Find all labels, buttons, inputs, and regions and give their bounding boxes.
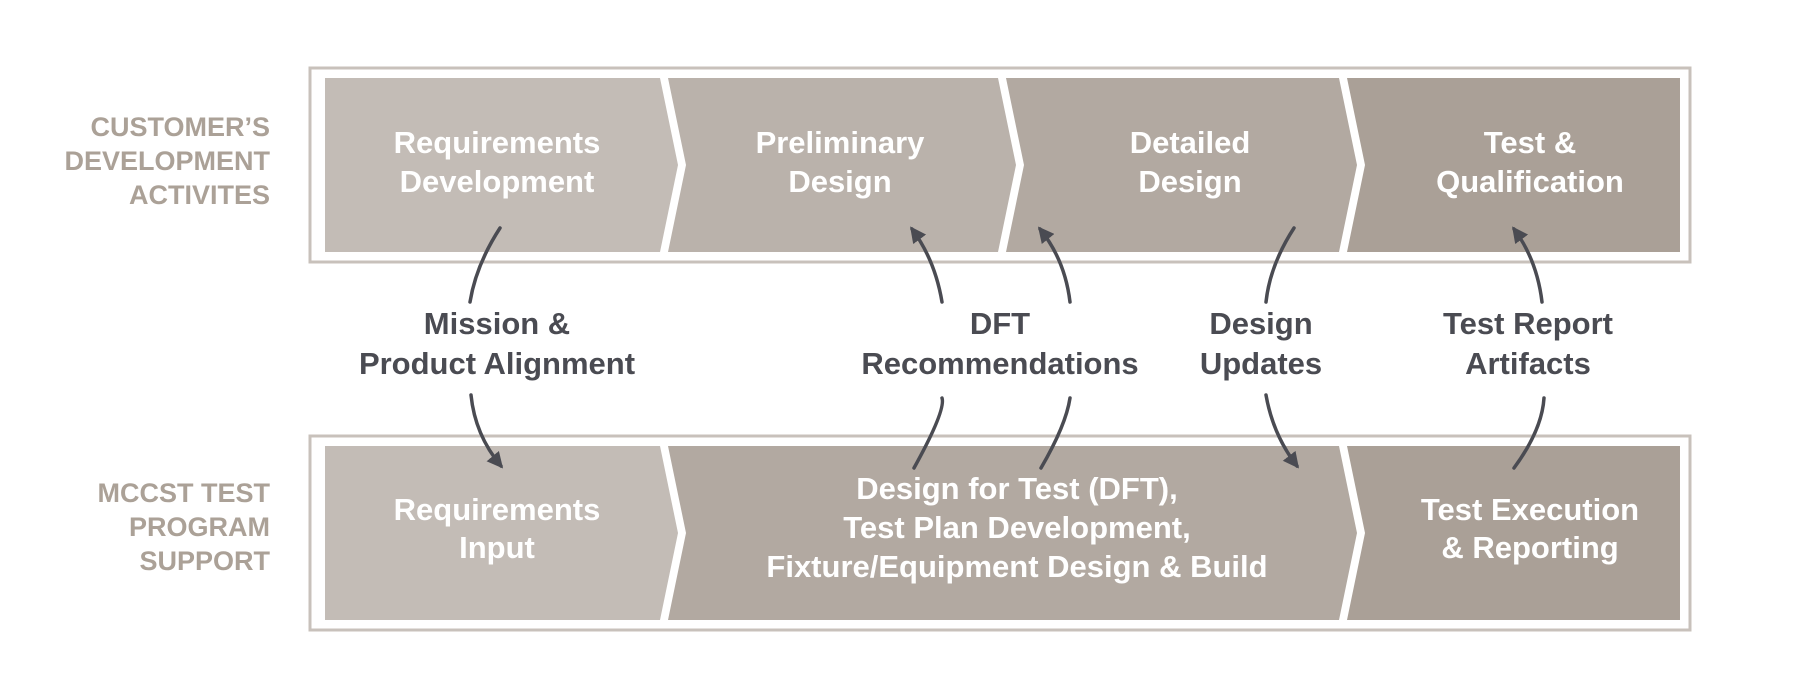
- row-label-customer: CUSTOMER’S DEVELOPMENT ACTIVITES: [64, 112, 270, 210]
- connector-labels: Mission & Product Alignment DFT Recommen…: [359, 306, 1613, 381]
- row-label-customer-line-3: ACTIVITES: [129, 180, 270, 210]
- phase-requirements-development: Requirements Development: [325, 78, 678, 252]
- connector-label-line-1: Design: [1209, 306, 1312, 341]
- arrow-mission-lower: [469, 393, 504, 469]
- phase-label-line-2: Qualification: [1436, 164, 1624, 199]
- phase-label-line-3: Fixture/Equipment Design & Build: [766, 549, 1267, 584]
- phase-chevron: [1006, 78, 1357, 252]
- arrow-design-updates-upper: [1264, 226, 1296, 304]
- phase-design-for-test: Design for Test (DFT), Test Plan Develop…: [668, 446, 1357, 620]
- connector-label-line-2: Artifacts: [1465, 346, 1591, 381]
- phase-label-line-2: Test Plan Development,: [843, 510, 1190, 545]
- connector-arrows: [468, 226, 1546, 470]
- row-label-mccst: MCCST TEST PROGRAM SUPPORT: [98, 478, 271, 576]
- connector-design-updates: Design Updates: [1200, 306, 1322, 381]
- arrow-mission-upper: [468, 226, 502, 304]
- phase-chevron: [1347, 446, 1680, 620]
- arrow-dft-left: [912, 229, 945, 470]
- phase-label-line-1: Detailed: [1130, 125, 1251, 160]
- connector-label-line-1: DFT: [970, 306, 1030, 341]
- phase-detailed-design: Detailed Design: [1006, 78, 1357, 252]
- arrow-dft-right: [1040, 229, 1072, 470]
- phase-requirements-input: Requirements Input: [325, 446, 678, 620]
- connector-label-line-2: Recommendations: [861, 346, 1138, 381]
- arrow-test-report: [1514, 229, 1546, 470]
- connector-test-report-artifacts: Test Report Artifacts: [1443, 306, 1613, 381]
- arrow-design-updates-lower: [1264, 393, 1299, 469]
- phase-label-line-2: Input: [459, 530, 535, 565]
- customer-phase-row: Requirements Development Preliminary Des…: [308, 66, 1692, 264]
- phase-chevron: [325, 78, 678, 252]
- phase-label-line-1: Preliminary: [756, 125, 926, 160]
- connector-label-line-1: Mission &: [424, 306, 570, 341]
- row-label-customer-line-2: DEVELOPMENT: [64, 146, 270, 176]
- phase-label-line-1: Design for Test (DFT),: [856, 471, 1177, 506]
- phase-label-line-1: Test &: [1484, 125, 1576, 160]
- connector-label-line-1: Test Report: [1443, 306, 1613, 341]
- phase-label-line-2: Development: [400, 164, 595, 199]
- connector-dft-recommendations: DFT Recommendations: [861, 306, 1138, 381]
- phase-label-line-2: & Reporting: [1441, 530, 1618, 565]
- phase-label-line-2: Design: [788, 164, 891, 199]
- phase-test-execution-reporting: Test Execution & Reporting: [1347, 446, 1680, 620]
- phase-chevron: [668, 78, 1016, 252]
- row-label-mccst-line-1: MCCST TEST: [98, 478, 271, 508]
- phase-label-line-1: Requirements: [394, 492, 601, 527]
- phase-label-line-1: Test Execution: [1421, 492, 1639, 527]
- phase-test-qualification: Test & Qualification: [1347, 78, 1680, 252]
- phase-label-line-1: Requirements: [394, 125, 601, 160]
- support-phase-row: Requirements Input Design for Test (DFT)…: [308, 434, 1692, 632]
- row-label-mccst-line-2: PROGRAM: [129, 512, 270, 542]
- phase-label-line-2: Design: [1138, 164, 1241, 199]
- connector-mission-alignment: Mission & Product Alignment: [359, 306, 635, 381]
- phase-preliminary-design: Preliminary Design: [668, 78, 1016, 252]
- connector-label-line-2: Updates: [1200, 346, 1322, 381]
- phase-chevron: [325, 446, 678, 620]
- phase-chevron: [668, 446, 1357, 620]
- row-label-mccst-line-3: SUPPORT: [139, 546, 270, 576]
- row-label-customer-line-1: CUSTOMER’S: [90, 112, 270, 142]
- connector-label-line-2: Product Alignment: [359, 346, 635, 381]
- phase-chevron: [1347, 78, 1680, 252]
